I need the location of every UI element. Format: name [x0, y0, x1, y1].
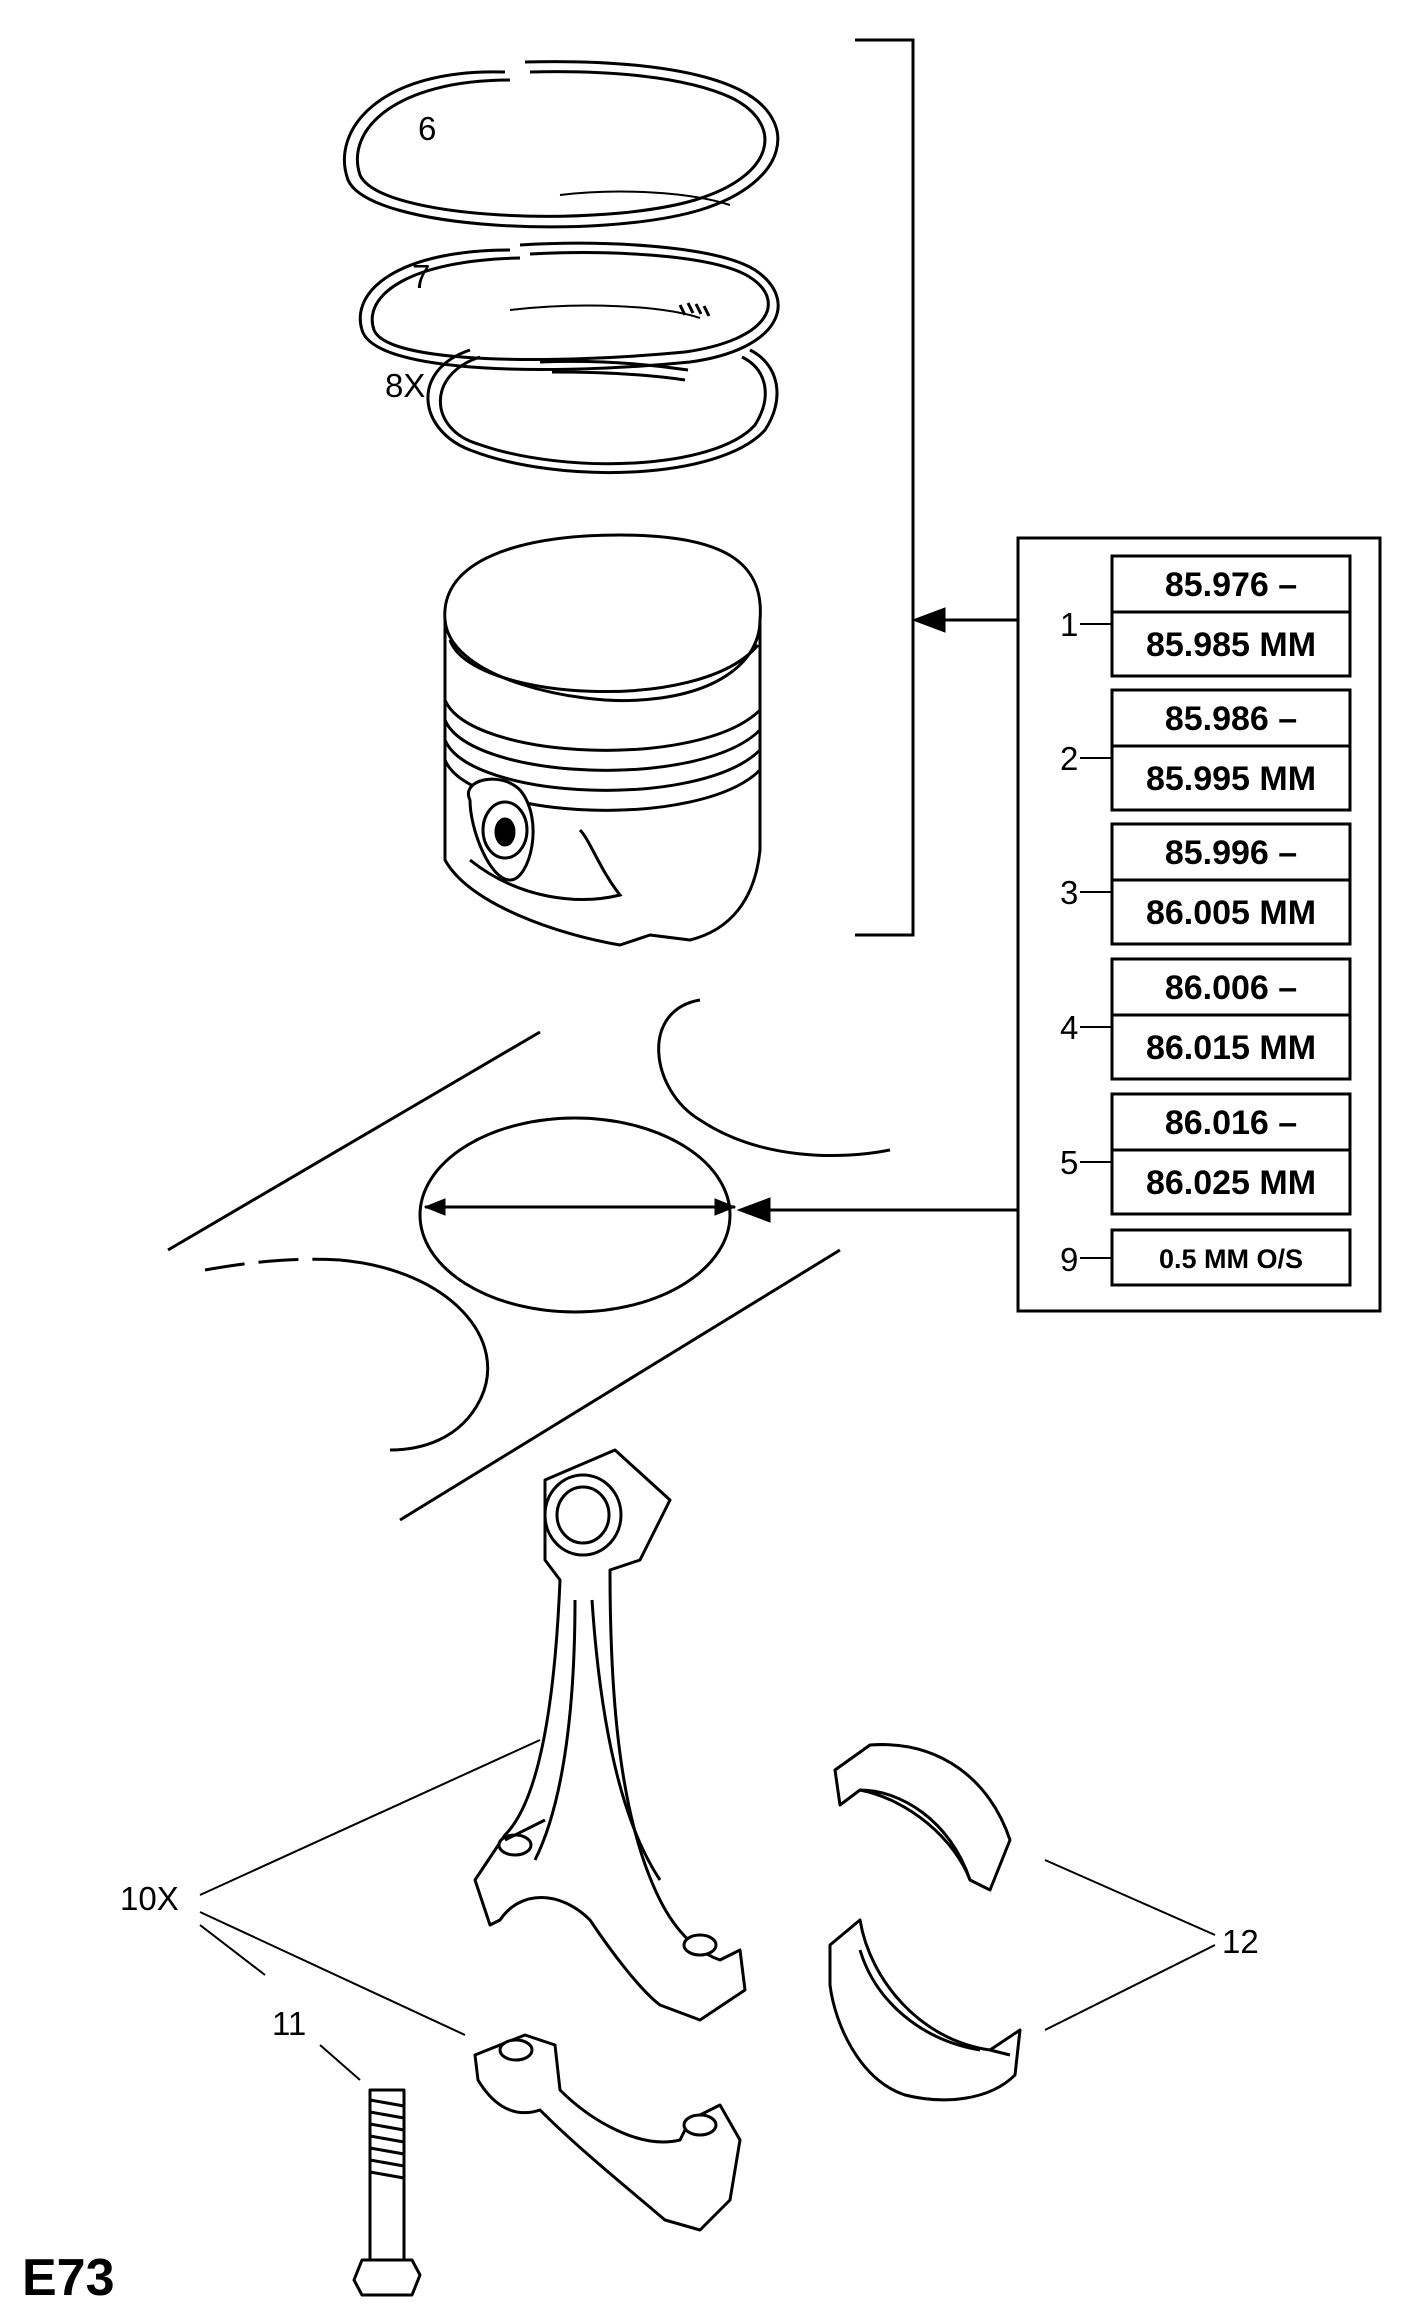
callout-1: 1 — [1060, 606, 1078, 643]
size-grade-row: 86.016 – 86.025 MM 5 — [1060, 1092, 1352, 1216]
size-grade-1-min: 85.976 – — [1165, 566, 1297, 604]
size-grade-row: 86.006 – 86.015 MM 4 — [1060, 957, 1352, 1081]
diagram-id: E73 — [22, 2249, 115, 2307]
size-grade-5-max: 86.025 MM — [1146, 1164, 1316, 1202]
oversize-row: 0.5 MM O/S 9 — [1060, 1228, 1352, 1287]
size-grade-2-max: 85.995 MM — [1146, 760, 1316, 798]
size-grade-row: 85.986 – 85.995 MM 2 — [1060, 688, 1352, 812]
callout-12: 12 — [1222, 1923, 1259, 1960]
connecting-rod-cap — [473, 2033, 742, 2232]
size-grade-4-min: 86.006 – — [1165, 969, 1297, 1007]
size-grade-table: 85.976 – 85.985 MM 1 85.986 – 85.995 MM … — [1016, 536, 1382, 1313]
callout-2: 2 — [1060, 740, 1078, 777]
callout-5: 5 — [1060, 1144, 1078, 1181]
callout-7: 7 — [412, 258, 430, 295]
size-grade-1-max: 85.985 MM — [1146, 626, 1316, 664]
size-grade-3-min: 85.996 – — [1165, 834, 1297, 872]
piston-ring-top — [342, 60, 780, 229]
cylinder-block-deck — [167, 998, 891, 1522]
size-grade-3-max: 86.005 MM — [1146, 894, 1316, 932]
size-grade-row: 85.996 – 86.005 MM 3 — [1060, 822, 1352, 946]
piston-set-bracket — [855, 38, 915, 937]
piston-ring-oil — [426, 348, 779, 475]
callout-8x: 8X — [385, 367, 425, 404]
size-grade-5-min: 86.016 – — [1165, 1104, 1297, 1142]
callout-4: 4 — [1060, 1009, 1078, 1046]
piston-ring-middle — [358, 241, 780, 372]
bearing-shell-lower — [828, 1918, 1022, 2102]
connecting-rod-bolt — [352, 2088, 422, 2297]
callout-3: 3 — [1060, 874, 1078, 911]
size-grade-row: 85.976 – 85.985 MM 1 — [1060, 554, 1352, 678]
bearing-shell-upper — [833, 1743, 1012, 1892]
arrow-to-bore — [736, 1197, 1018, 1223]
piston — [443, 533, 762, 947]
oversize-label: 0.5 MM O/S — [1159, 1244, 1303, 1274]
size-grade-4-max: 86.015 MM — [1146, 1029, 1316, 1067]
callout-10x: 10X — [120, 1880, 179, 1917]
size-grade-2-min: 85.986 – — [1165, 700, 1297, 738]
connecting-rod — [473, 1448, 747, 2022]
callout-9: 9 — [1060, 1241, 1078, 1278]
callout-leaders — [199, 1739, 1216, 2081]
arrow-to-piston-set — [911, 607, 1018, 633]
callout-11: 11 — [272, 2005, 306, 2042]
callout-6: 6 — [418, 110, 436, 147]
